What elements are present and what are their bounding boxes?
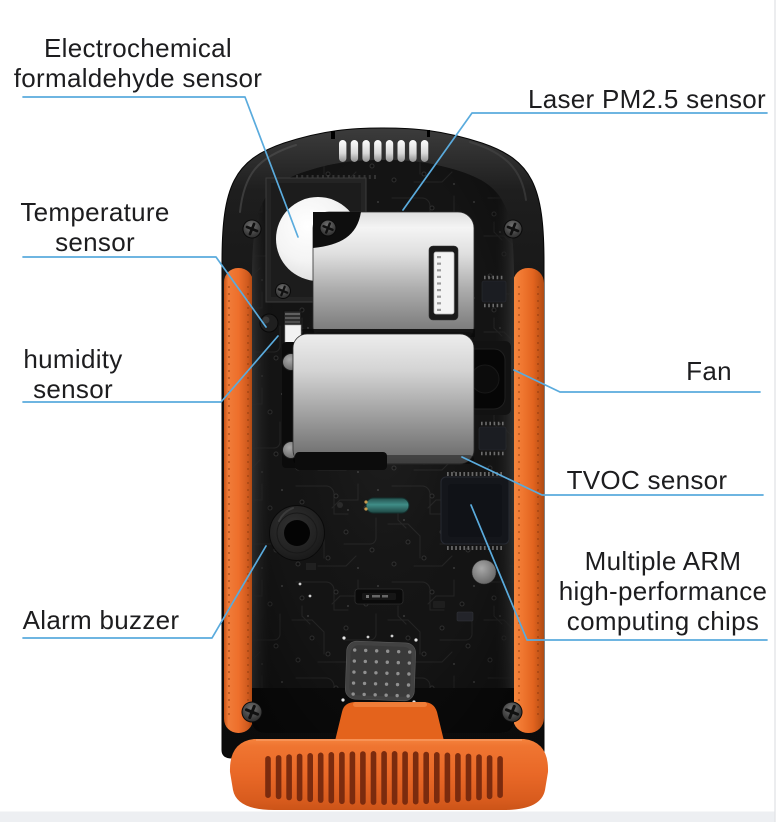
speaker-slot: [265, 756, 271, 798]
leader-fan: [513, 369, 761, 393]
leader-laser-pm25: [402, 112, 768, 211]
callout-fan: Fan: [686, 356, 732, 386]
speaker-slot: [296, 753, 303, 802]
speaker-slot: [391, 751, 398, 805]
fan-module: [282, 333, 475, 470]
leader-alarm: [22, 545, 267, 639]
module-bottom-bracket: [295, 452, 387, 470]
callout-temperature-sensor: Temperature sensor: [20, 197, 170, 257]
speaker-slots: [265, 751, 503, 805]
phillips-screw: [319, 219, 337, 237]
speaker-slot: [444, 752, 451, 803]
laser-pm25-module: [312, 211, 475, 344]
vent-slot: [374, 140, 382, 162]
phillips-screw: [242, 219, 262, 239]
leader-temperature: [22, 256, 267, 328]
speaker-slot: [402, 751, 408, 805]
phillips-screw: [501, 701, 523, 723]
callout-tvoc-sensor: TVOC sensor: [566, 465, 728, 495]
vent-slot: [339, 140, 347, 162]
phillips-screw: [241, 701, 263, 723]
callout-alarm-buzzer: Alarm buzzer: [22, 605, 180, 635]
vent-slot: [397, 140, 405, 162]
callout-humidity-sensor: humidity sensor: [23, 344, 123, 404]
leader-arm: [470, 504, 768, 641]
speaker-slot: [317, 752, 324, 803]
speaker-slot: [275, 755, 282, 800]
left-bumper: [224, 268, 253, 733]
shell-notch: [427, 130, 430, 137]
solder-dots: [298, 582, 418, 704]
speaker-slot: [286, 754, 292, 801]
vent-slot: [409, 140, 417, 162]
shield-plate: [345, 640, 416, 702]
vent-slot: [350, 140, 359, 162]
shell-highlight-right: [469, 141, 527, 201]
tvoc-sensor-chip: [478, 421, 507, 456]
page-right-edge-line: [774, 0, 776, 822]
arm-computing-chip: [440, 472, 510, 550]
top-vent-grille: [339, 140, 429, 162]
base-neck: [335, 702, 444, 741]
speaker-slot: [476, 754, 482, 801]
speaker-slot: [339, 751, 345, 805]
speaker-slot: [455, 753, 461, 803]
vent-slot: [420, 140, 429, 162]
callout-electrochemical-formaldehyde-sensor: Electrochemical formaldehyde sensor: [13, 33, 263, 93]
phillips-screw: [275, 283, 291, 299]
orange-side-bumpers: [224, 268, 544, 733]
leader-lines: [22, 96, 768, 641]
speaker-slot: [360, 751, 366, 805]
speaker-slot: [486, 755, 493, 800]
speaker-slot: [423, 751, 429, 805]
leader-electrochemical: [22, 96, 299, 238]
module-gap-shadow: [303, 329, 475, 337]
speaker-slot: [328, 752, 335, 804]
footer-strip: [0, 811, 775, 822]
speaker-slot: [349, 751, 356, 805]
misc-components: [306, 497, 497, 622]
chassis-screws: [241, 219, 523, 723]
small-chip-upper: [481, 275, 507, 308]
speaker-base: [229, 702, 549, 810]
right-bumper: [513, 268, 544, 733]
alarm-buzzer-component: [269, 505, 325, 561]
callout-laser-pm25-sensor: Laser PM2.5 sensor: [527, 84, 767, 114]
shell-notch: [331, 131, 335, 139]
vent-slot: [362, 140, 370, 162]
vent-slot: [385, 140, 394, 162]
inductor-capsule: [365, 497, 410, 514]
speaker-slot: [434, 752, 440, 804]
leader-tvoc: [461, 456, 764, 496]
temperature-sensor-component: [259, 313, 279, 333]
speaker-slot: [307, 753, 313, 803]
shell-highlight-left: [239, 144, 297, 213]
connector-pins: [437, 256, 441, 311]
speaker-slot: [497, 756, 503, 798]
round-pad: [471, 559, 497, 585]
phillips-screw: [503, 219, 523, 239]
speaker-slot: [381, 751, 387, 805]
callout-arm-chips: Multiple ARM high-performance computing …: [558, 546, 768, 636]
leader-humidity: [22, 335, 279, 403]
speaker-slot: [465, 753, 472, 802]
speaker-slot: [370, 751, 377, 805]
speaker-slot: [412, 751, 419, 805]
